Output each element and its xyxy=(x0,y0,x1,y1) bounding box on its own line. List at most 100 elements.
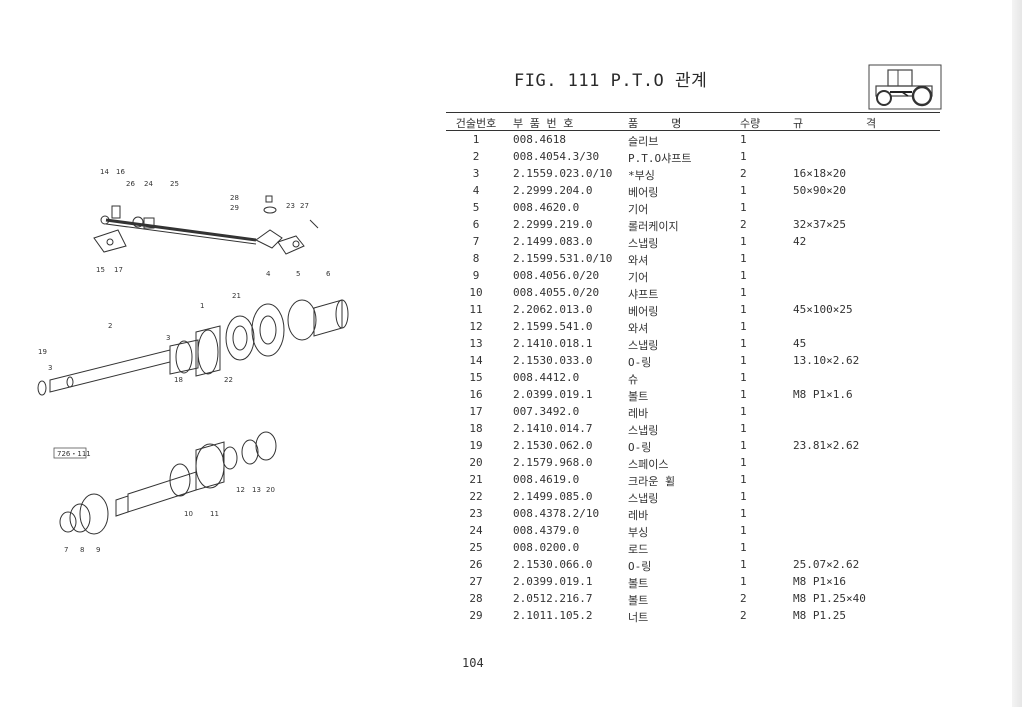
row-qty: 1 xyxy=(740,439,747,452)
row-no: 23 xyxy=(469,507,483,520)
header-spec-2: 격 xyxy=(866,117,877,130)
row-no: 24 xyxy=(469,524,483,537)
row-spec: 45×100×25 xyxy=(793,303,853,316)
row-name: 스냅링 xyxy=(628,339,659,352)
row-qty: 1 xyxy=(740,286,747,299)
callout-2: 2 xyxy=(108,322,112,330)
row-spec: 45 xyxy=(793,337,807,350)
row-part-no: 2.1410.018.1 xyxy=(513,337,593,350)
row-part-no: 2.2062.013.0 xyxy=(513,303,593,316)
callout-12: 12 xyxy=(236,486,245,494)
callout-23: 23 xyxy=(286,202,295,210)
row-name: O-링 xyxy=(628,560,652,573)
page-number: 104 xyxy=(462,656,484,670)
callout-14: 14 xyxy=(100,168,109,176)
row-name: 로드 xyxy=(628,543,649,556)
row-qty: 1 xyxy=(740,303,747,316)
row-qty: 1 xyxy=(740,354,747,367)
row-name: 스냅링 xyxy=(628,237,659,250)
row-name: 볼트 xyxy=(628,594,649,607)
row-name: 레바 xyxy=(628,509,649,522)
row-name: O-링 xyxy=(628,441,652,454)
row-name: 기어 xyxy=(628,271,649,284)
row-no: 6 xyxy=(472,218,480,231)
row-qty: 1 xyxy=(740,541,747,554)
row-no: 11 xyxy=(469,303,483,316)
row-qty: 2 xyxy=(740,592,747,605)
callout-13: 13 xyxy=(252,486,261,494)
row-no: 12 xyxy=(469,320,483,333)
callout-4: 4 xyxy=(266,270,271,278)
row-spec: 25.07×2.62 xyxy=(793,558,860,571)
row-qty: 1 xyxy=(740,388,747,401)
row-qty: 1 xyxy=(740,371,747,384)
row-part-no: 008.4618 xyxy=(513,133,566,146)
row-spec: 13.10×2.62 xyxy=(793,354,860,367)
row-part-no: 008.4055.0/20 xyxy=(513,286,600,299)
callout-9: 9 xyxy=(96,546,100,554)
row-name: 베어링 xyxy=(628,305,659,318)
row-no: 5 xyxy=(472,201,480,214)
callout-15: 15 xyxy=(96,266,105,274)
row-name: 롤러케이지 xyxy=(628,220,679,233)
table-row: 16 2.0399.019.1 볼트 1 M8 P1×1.6 xyxy=(446,386,940,403)
row-name: 볼트 xyxy=(628,577,649,590)
row-part-no: 2.2999.204.0 xyxy=(513,184,593,197)
callout-21: 21 xyxy=(232,292,241,300)
row-part-no: 2.1011.105.2 xyxy=(513,609,593,622)
figure-code-box: 726・111 xyxy=(53,447,91,459)
callout-10: 10 xyxy=(184,510,193,518)
parts-diagram: 14 16 26 24 25 28 29 23 27 15 17 4 5 6 1… xyxy=(37,168,349,554)
row-no: 3 xyxy=(472,167,480,180)
row-spec: 42 xyxy=(793,235,807,248)
row-spec: 16×18×20 xyxy=(793,167,846,180)
table-row: 3 2.1559.023.0/10 *부싱 2 16×18×20 xyxy=(446,165,940,182)
row-name: 부싱 xyxy=(628,526,649,539)
callout-18: 18 xyxy=(174,376,183,384)
header-part-no: 부 품 번 호 xyxy=(513,117,574,130)
row-name: 샤프트 xyxy=(628,288,659,301)
row-part-no: 008.4378.2/10 xyxy=(513,507,600,520)
row-name: *부싱 xyxy=(628,169,655,182)
row-name: 크라운 휠 xyxy=(628,475,676,488)
callout-8: 8 xyxy=(80,546,84,554)
row-part-no: 2.0399.019.1 xyxy=(513,388,593,401)
row-name: 스페이스 xyxy=(628,458,669,471)
row-name: 와셔 xyxy=(628,322,649,335)
row-no: 16 xyxy=(469,388,483,401)
row-qty: 1 xyxy=(740,337,747,350)
row-part-no: 2.0512.216.7 xyxy=(513,592,593,605)
row-qty: 2 xyxy=(740,167,747,180)
callout-3a: 3 xyxy=(166,334,170,342)
page-title: FIG. 111 P.T.O 관계 xyxy=(514,71,708,91)
row-spec: M8 P1×1.6 xyxy=(793,388,853,401)
row-name: 슈 xyxy=(628,373,639,386)
row-spec: M8 P1.25 xyxy=(793,609,846,622)
row-qty: 2 xyxy=(740,609,747,622)
row-no: 15 xyxy=(469,371,483,384)
table-header: 건술번호 부 품 번 호 품 명 수량 규 격 xyxy=(446,112,940,131)
row-part-no: 2.1599.541.0 xyxy=(513,320,593,333)
callout-25: 25 xyxy=(170,180,179,188)
row-no: 9 xyxy=(472,269,480,282)
row-name: 볼트 xyxy=(628,390,649,403)
row-part-no: 2.1559.023.0/10 xyxy=(513,167,613,180)
row-no: 10 xyxy=(469,286,483,299)
row-no: 7 xyxy=(472,235,480,248)
top-callouts: 14 16 26 24 25 28 29 23 27 15 17 xyxy=(96,168,309,274)
callout-3b: 3 xyxy=(48,364,52,372)
row-spec: 23.81×2.62 xyxy=(793,439,860,452)
row-no: 1 xyxy=(472,133,480,146)
callout-29: 29 xyxy=(230,204,239,212)
